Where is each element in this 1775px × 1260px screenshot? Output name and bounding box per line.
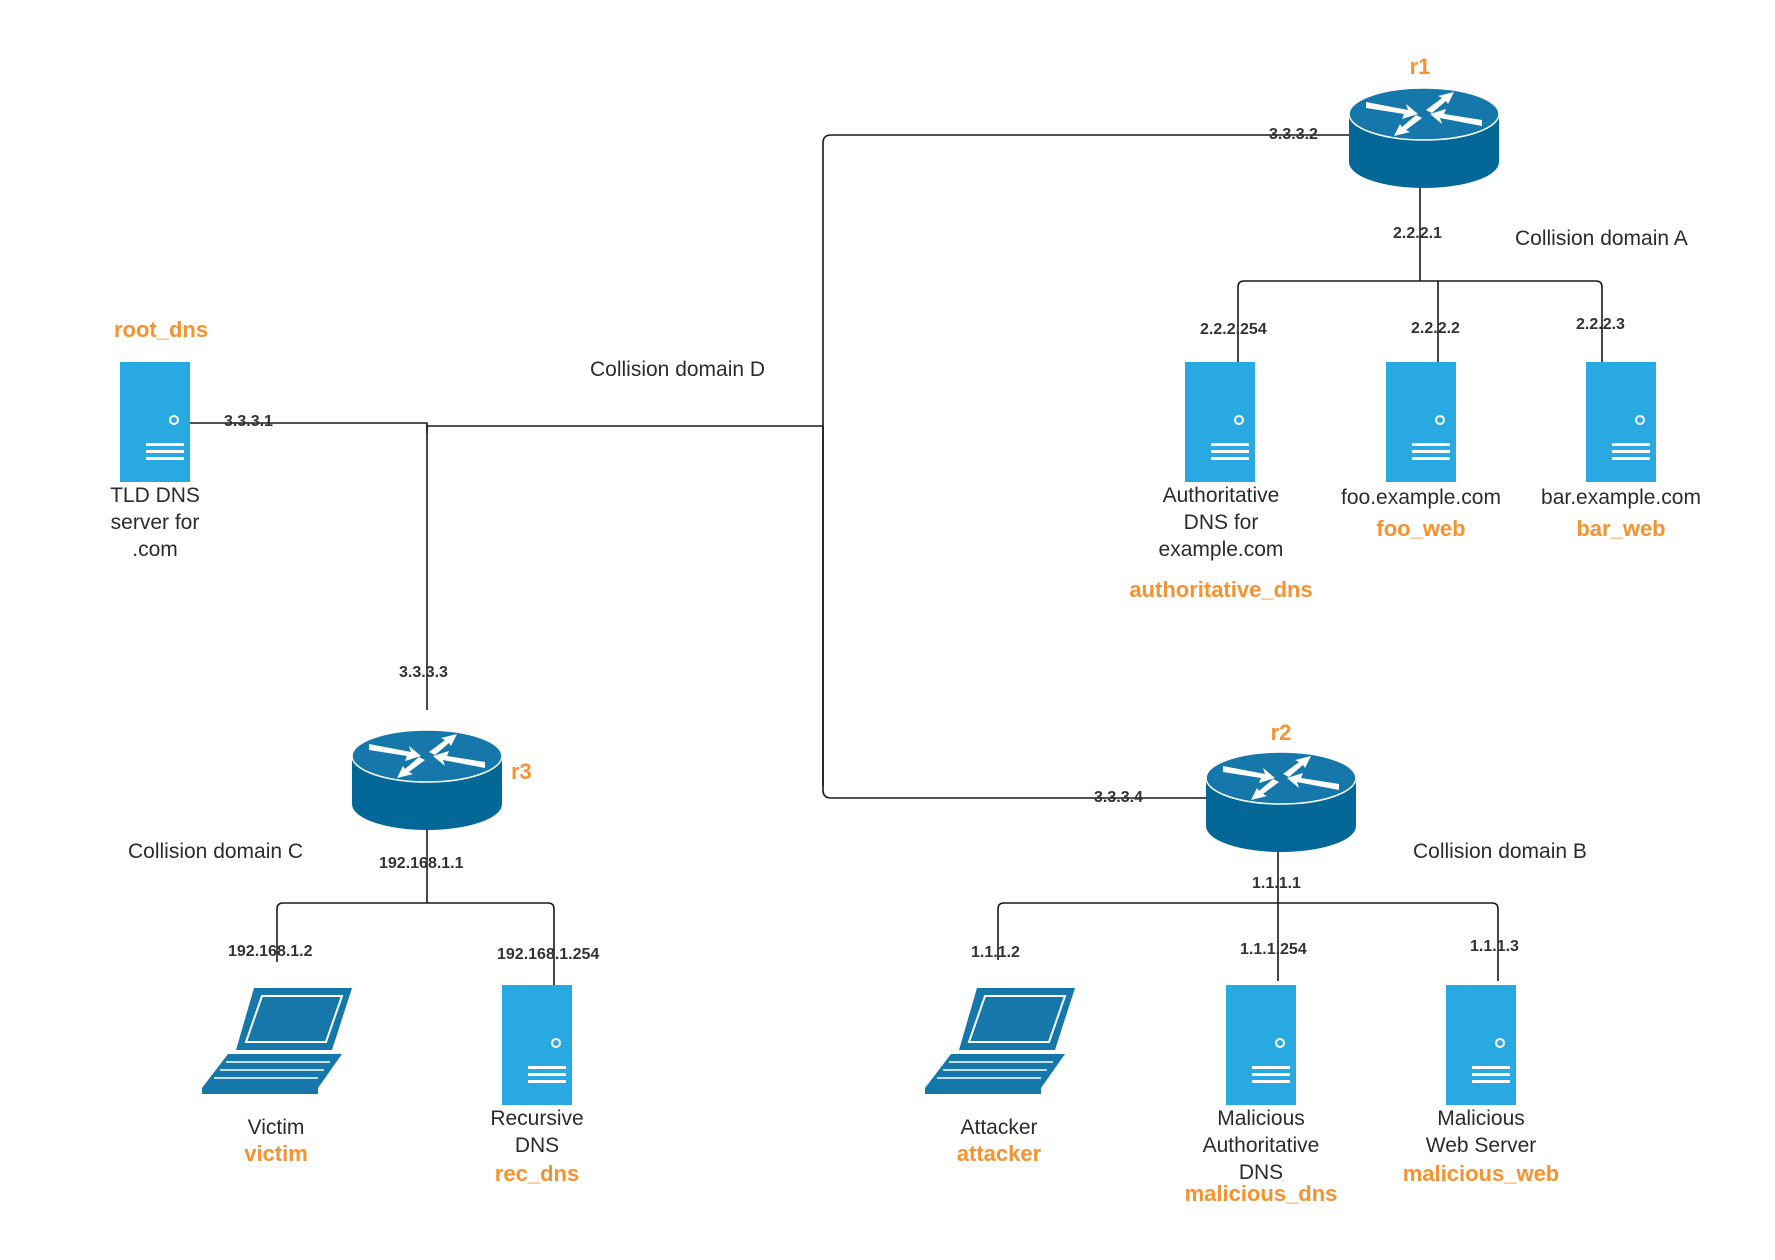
router-r1[interactable]: r1 [1348, 54, 1500, 189]
host-victim-name: victim [244, 1141, 308, 1166]
host-malicious-dns-name: malicious_dns [1185, 1181, 1338, 1206]
host-rec-dns[interactable]: Recursive DNS rec_dns [490, 984, 584, 1186]
host-foo-web[interactable]: foo.example.com foo_web [1341, 361, 1501, 541]
laptop-icon [201, 987, 353, 1095]
host-malicious-web[interactable]: Malicious Web Server malicious_web [1403, 984, 1560, 1186]
ip-root-dns: 3.3.3.1 [224, 413, 273, 430]
router-r3[interactable]: r3 [351, 729, 532, 831]
host-victim[interactable]: Victim victim [201, 987, 353, 1166]
host-malicious-dns-desc-2: Authoritative [1203, 1134, 1320, 1157]
host-foo-web-desc: foo.example.com [1341, 486, 1501, 509]
server-icon [1225, 984, 1297, 1106]
host-bar-web-name: bar_web [1576, 516, 1665, 541]
host-authoritative-dns[interactable]: Authoritative DNS for example.com author… [1129, 361, 1313, 602]
server-icon [119, 361, 191, 483]
host-victim-desc: Victim [248, 1116, 305, 1139]
host-attacker-desc: Attacker [960, 1116, 1037, 1139]
host-root-dns-desc-2: server for [111, 511, 200, 534]
ip-r2-domain-b: 1.1.1.1 [1252, 875, 1301, 892]
host-malicious-dns-desc-1: Malicious [1217, 1107, 1305, 1130]
ip-bar-web: 2.2.2.3 [1576, 316, 1625, 333]
host-root-dns-desc-1: TLD DNS [110, 484, 200, 507]
collision-domain-a-label: Collision domain A [1515, 227, 1688, 250]
ip-victim: 192.168.1.2 [228, 943, 313, 960]
router-icon [351, 729, 503, 831]
ip-labels: 3.3.3.1 3.3.3.2 3.3.3.3 3.3.3.4 2.2.2.1 … [224, 126, 1625, 963]
host-root-dns[interactable]: root_dns TLD DNS server for .com [110, 317, 208, 561]
host-bar-web-desc: bar.example.com [1541, 486, 1701, 509]
host-foo-web-name: foo_web [1376, 516, 1465, 541]
ip-r3-domain-c: 192.168.1.1 [379, 855, 464, 872]
router-r2[interactable]: r2 [1205, 720, 1357, 853]
host-malicious-dns[interactable]: Malicious Authoritative DNS malicious_dn… [1185, 984, 1338, 1206]
host-root-dns-desc-3: .com [132, 538, 178, 561]
host-rec-dns-desc-1: Recursive [490, 1107, 583, 1130]
ip-foo-web: 2.2.2.2 [1411, 320, 1460, 337]
router-r2-name: r2 [1271, 720, 1292, 745]
server-icon [1445, 984, 1517, 1106]
host-malicious-web-desc-1: Malicious [1437, 1107, 1525, 1130]
ip-r2-domain-d: 3.3.3.4 [1094, 789, 1143, 806]
host-authoritative-dns-desc-1: Authoritative [1163, 484, 1280, 507]
server-icon [501, 984, 573, 1106]
host-attacker[interactable]: Attacker attacker [924, 987, 1076, 1166]
collision-domain-d-label: Collision domain D [590, 358, 765, 381]
host-bar-web[interactable]: bar.example.com bar_web [1541, 361, 1701, 541]
server-icon [1184, 361, 1256, 483]
host-malicious-web-desc-2: Web Server [1426, 1134, 1537, 1157]
ip-r1-domain-d: 3.3.3.2 [1269, 126, 1318, 143]
host-root-dns-name: root_dns [114, 317, 208, 342]
host-malicious-dns-desc-3: DNS [1239, 1161, 1283, 1184]
collision-domain-b-label: Collision domain B [1413, 840, 1587, 863]
router-icon [1205, 751, 1357, 853]
ip-rec-dns: 192.168.1.254 [497, 946, 599, 963]
wires [190, 134, 1603, 985]
host-authoritative-dns-desc-2: DNS for [1184, 511, 1259, 534]
host-authoritative-dns-name: authoritative_dns [1129, 577, 1312, 602]
ip-malicious-web: 1.1.1.3 [1470, 938, 1519, 955]
server-icon [1385, 361, 1457, 483]
host-rec-dns-name: rec_dns [495, 1161, 579, 1186]
ip-authoritative-dns: 2.2.2.254 [1200, 321, 1267, 338]
server-icon [1585, 361, 1657, 483]
laptop-icon [924, 987, 1076, 1095]
host-malicious-web-name: malicious_web [1403, 1161, 1560, 1186]
ip-attacker: 1.1.1.2 [971, 944, 1020, 961]
ip-r1-domain-a: 2.2.2.1 [1393, 225, 1442, 242]
host-attacker-name: attacker [957, 1141, 1042, 1166]
router-r3-name: r3 [511, 759, 532, 784]
host-authoritative-dns-desc-3: example.com [1159, 538, 1284, 561]
ip-malicious-dns: 1.1.1.254 [1240, 941, 1307, 958]
router-r1-name: r1 [1410, 54, 1431, 79]
ip-r3-domain-d: 3.3.3.3 [399, 664, 448, 681]
collision-domain-c-label: Collision domain C [128, 840, 303, 863]
host-rec-dns-desc-2: DNS [515, 1134, 559, 1157]
router-icon [1348, 87, 1500, 189]
